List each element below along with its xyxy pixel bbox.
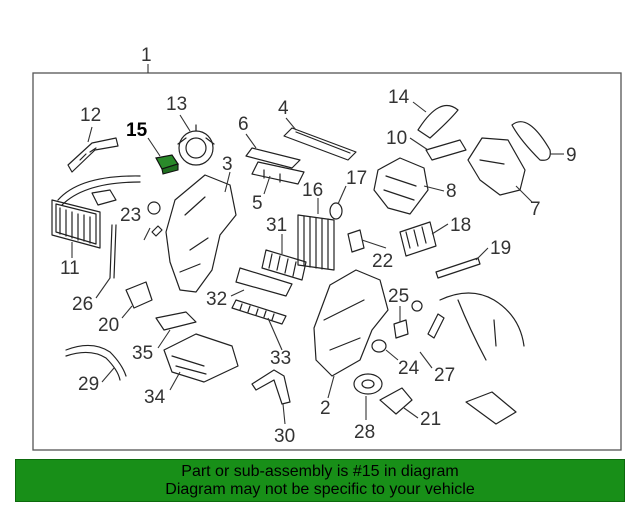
callout-33: 33: [270, 348, 291, 369]
callout-15: 15: [126, 120, 148, 141]
part-24-fitting: [371, 339, 387, 353]
callout-14: 14: [388, 87, 410, 108]
part-31-core: [261, 249, 307, 281]
part-27-harness: [427, 292, 525, 361]
callout-25: 25: [388, 286, 409, 307]
callout-3: 3: [222, 154, 233, 175]
parts-diagram: 1: [32, 45, 622, 451]
callout-26: 26: [72, 294, 93, 315]
callout-6: 6: [238, 114, 249, 135]
part-13-blower-motor: [177, 124, 215, 166]
part-3-case-half: [165, 174, 237, 293]
part-5-door: [251, 161, 305, 185]
part-bottom-bracket: [465, 391, 517, 425]
part-33-grid: [231, 299, 287, 325]
part-20-bracket: [125, 281, 153, 309]
part-21-actuator: [379, 387, 413, 415]
callout-21: 21: [420, 409, 441, 430]
callout-11: 11: [60, 258, 80, 279]
part-4-cabin-filter: [283, 127, 357, 161]
part-34-lower-case: [163, 333, 239, 383]
callout-22: 22: [372, 251, 393, 272]
callout-12: 12: [80, 105, 101, 126]
callout-17: 17: [346, 168, 367, 189]
callout-1: 1: [141, 45, 152, 66]
notice-line-1: Part or sub-assembly is #15 in diagram: [181, 462, 459, 480]
part-35-tray: [155, 311, 197, 331]
callout-16: 16: [302, 180, 323, 201]
callout-10: 10: [386, 128, 407, 149]
part-30-actuator: [251, 369, 291, 405]
part-15-highlighted: [155, 154, 179, 175]
part-17-oring: [329, 202, 343, 220]
callout-9: 9: [566, 145, 577, 166]
part-16-evaporator: [297, 214, 335, 271]
callout-20: 20: [98, 315, 119, 336]
part-2-case-half: [313, 269, 389, 377]
callout-4: 4: [278, 98, 289, 119]
part-14-seal: [417, 105, 459, 139]
fitment-notice-banner: Part or sub-assembly is #15 in diagram D…: [15, 459, 625, 502]
callout-7: 7: [530, 199, 541, 220]
part-29-pipe: [65, 344, 127, 381]
part-22-bracket: [347, 229, 365, 253]
part-10-filter: [425, 139, 467, 161]
part-28-motor: [353, 373, 383, 395]
callout-19: 19: [490, 238, 511, 259]
part-small-clip: [411, 300, 423, 312]
part-7-duct: [467, 137, 526, 196]
part-18-pad: [399, 221, 437, 257]
part-11-heater-core: [51, 199, 101, 249]
callout-34: 34: [144, 387, 166, 408]
callout-13: 13: [166, 94, 187, 115]
assembly-frame: [32, 72, 622, 451]
part-19-rod: [435, 257, 481, 279]
part-heater-pipes: [57, 175, 141, 206]
callout-24: 24: [398, 358, 420, 379]
callout-30: 30: [274, 426, 295, 447]
callout-2: 2: [320, 398, 331, 419]
callout-28: 28: [354, 422, 375, 443]
callout-32: 32: [206, 289, 227, 310]
part-small-block: [91, 189, 117, 206]
callout-27: 27: [434, 365, 455, 386]
part-8-evap-case: [373, 157, 429, 215]
callout-8: 8: [446, 181, 457, 202]
exploded-view: 1: [32, 45, 622, 451]
part-23-clip: [147, 201, 163, 237]
callout-23: 23: [120, 205, 141, 226]
callout-5: 5: [252, 193, 263, 214]
callout-18: 18: [450, 215, 471, 236]
part-9-gasket: [511, 121, 551, 161]
part-32-plate: [235, 267, 293, 297]
part-12-duct: [67, 137, 119, 173]
callout-31: 31: [266, 215, 287, 236]
part-25-sensor: [393, 319, 409, 339]
notice-line-2: Diagram may not be specific to your vehi…: [165, 480, 475, 498]
callout-29: 29: [78, 374, 99, 395]
part-26-rod: [109, 224, 117, 279]
part-6-frame: [245, 147, 301, 169]
callout-35: 35: [132, 343, 153, 364]
